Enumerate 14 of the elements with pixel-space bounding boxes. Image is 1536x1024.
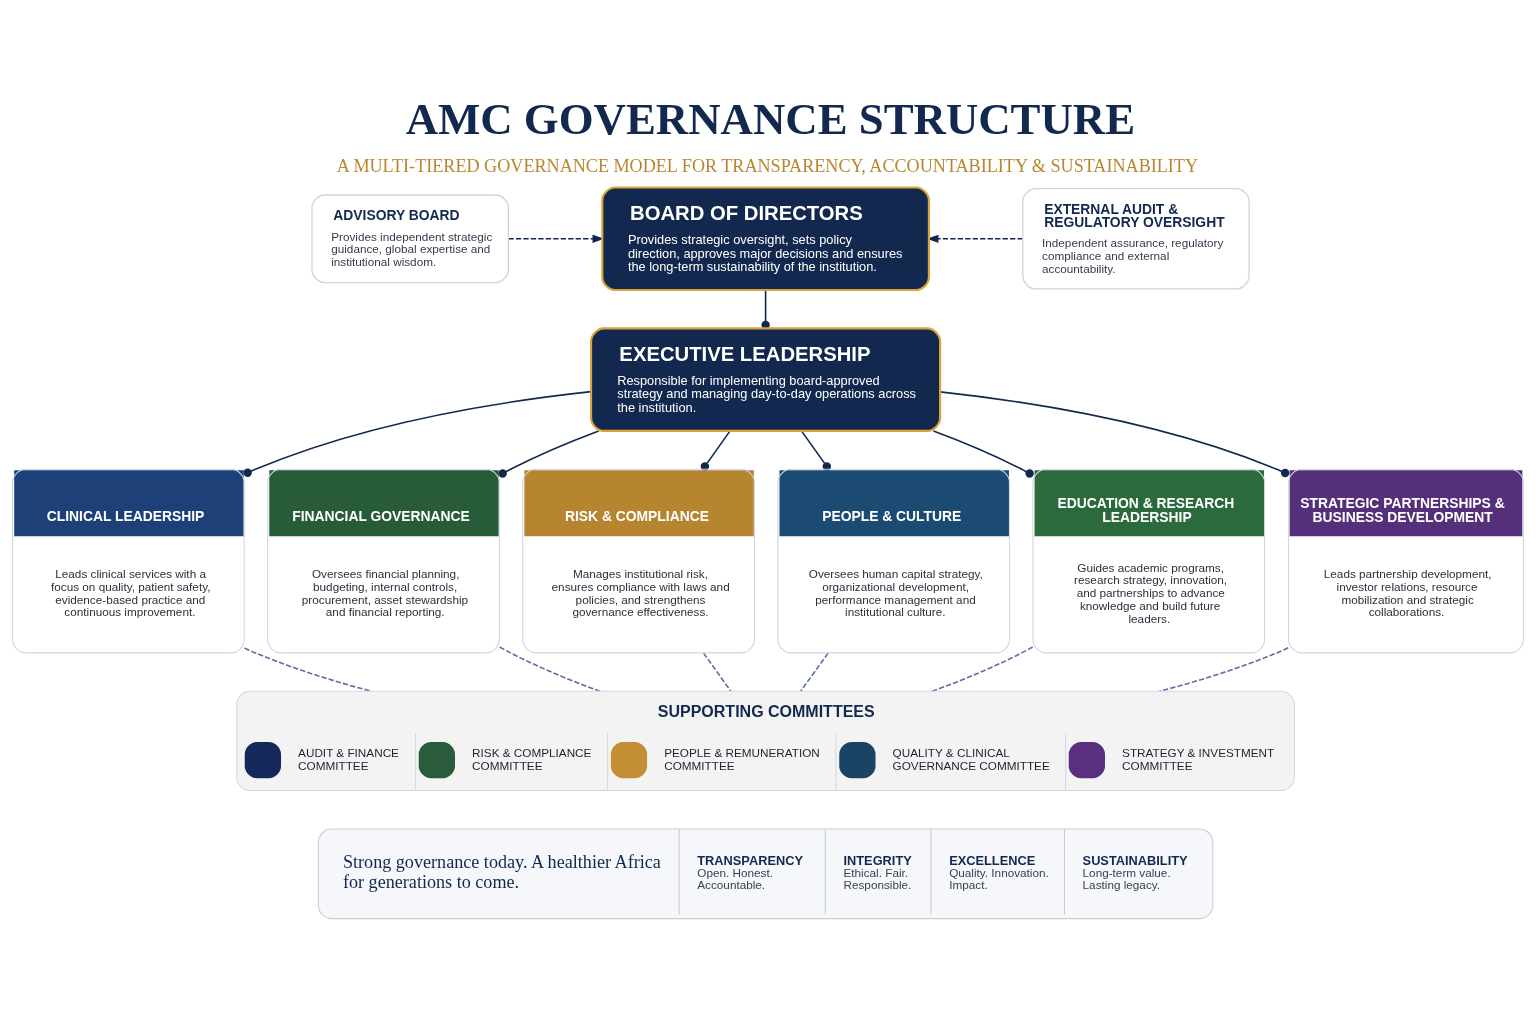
node-box: BOARD OF DIRECTORS Provides strategic oversight, sets policy direction, approves major decisions and ensures the long-term sustainability of the institution. <box>601 186 930 292</box>
connector <box>931 646 1034 693</box>
node-box: EXECUTIVE LEADERSHIP Responsible for implementing board-approved strategy and managing day-to-day operations across the institution. <box>590 327 942 432</box>
connector <box>498 430 600 478</box>
connector <box>243 390 592 477</box>
connector <box>702 652 732 692</box>
diagram-title: AMC GOVERNANCE STRUCTURE <box>405 94 1136 145</box>
connector <box>932 430 1034 478</box>
connector <box>243 647 373 693</box>
connector <box>498 646 601 693</box>
node-box: EXTERNAL AUDIT & REGULATORY OVERSIGHT Independent assurance, regulatory compliance and external accountability. <box>1022 187 1250 290</box>
connector <box>799 652 829 692</box>
node-box: ADVISORY BOARD Provides independent strategic guidance, global expertise and institutional wisdom. <box>311 194 509 284</box>
caption: A MULTI-TIERED GOVERNANCE MODEL FOR TRANSPARENCY, ACCOUNTABILITY & SUSTAINABILITY <box>336 155 1199 176</box>
